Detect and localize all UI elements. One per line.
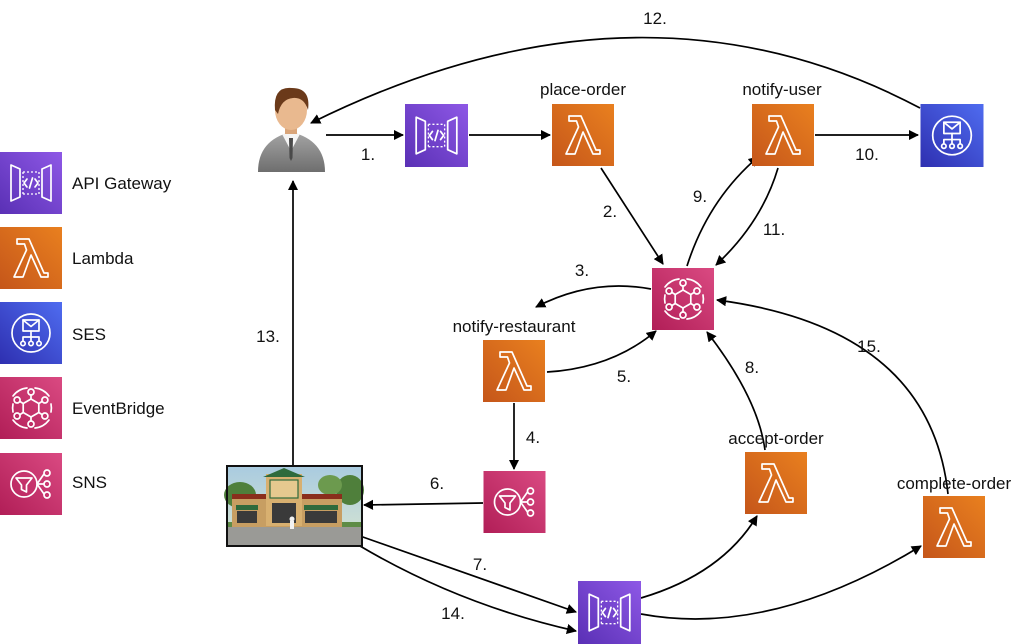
api-gateway-icon — [405, 104, 468, 167]
sns-icon — [483, 471, 546, 533]
step-label-11: 11. — [763, 220, 785, 239]
step-label-5: 5. — [617, 367, 631, 386]
ses-icon — [0, 302, 62, 364]
step-label-8: 8. — [745, 358, 759, 377]
user-icon — [258, 87, 325, 172]
sns-icon — [0, 453, 62, 515]
api-gateway-icon — [0, 152, 62, 214]
step-label-2: 2. — [603, 202, 617, 221]
ses-icon — [920, 104, 984, 167]
label-notify-restaurant: notify-restaurant — [453, 317, 576, 336]
label-accept-order: accept-order — [728, 429, 824, 448]
arrow-step-7 — [359, 535, 577, 614]
legend-label-api-gateway: API Gateway — [72, 174, 172, 193]
eventbridge-icon — [0, 377, 62, 439]
place-order-lambda-icon — [552, 104, 614, 166]
restaurant-image — [224, 465, 364, 547]
label-place-order: place-order — [540, 80, 626, 99]
arrow-step-14 — [359, 545, 577, 634]
legend-label-lambda: Lambda — [72, 249, 134, 268]
step-label-1: 1. — [361, 145, 375, 164]
step-label-12: 12. — [643, 9, 667, 28]
arrow-step-9 — [686, 156, 759, 267]
step-label-7: 7. — [473, 555, 487, 574]
arrow-step-12 — [310, 36, 921, 124]
step-label-15: 15. — [857, 337, 881, 356]
legend-label-eventbridge: EventBridge — [72, 399, 165, 418]
api-gateway-icon — [578, 581, 641, 644]
arrow-step-6 — [362, 499, 484, 510]
accept-order-lambda-icon — [745, 452, 807, 514]
step-label-6: 6. — [430, 474, 444, 493]
arrow-apigw-to-complete-order — [640, 545, 922, 620]
step-label-13: 13. — [256, 327, 280, 346]
lambda-icon — [0, 227, 62, 289]
arrow-step-2 — [600, 167, 664, 265]
step-label-9: 9. — [693, 187, 707, 206]
legend-label-sns: SNS — [72, 473, 107, 492]
complete-order-lambda-icon — [923, 496, 985, 558]
label-complete-order: complete-order — [897, 474, 1012, 493]
arrow-step-15 — [715, 296, 949, 495]
arrow-step-3 — [535, 285, 652, 308]
eventbridge-icon — [652, 268, 714, 330]
notify-user-lambda-icon — [752, 104, 814, 166]
legend-label-ses: SES — [72, 325, 106, 344]
step-label-10: 10. — [855, 145, 879, 164]
arrow-step-5 — [546, 330, 657, 373]
arrows — [287, 36, 949, 634]
arrow-apigw-to-accept-order — [640, 515, 758, 599]
step-label-14: 14. — [441, 604, 465, 623]
arrow-step-11 — [715, 167, 779, 266]
label-notify-user: notify-user — [742, 80, 822, 99]
notify-restaurant-lambda-icon — [483, 340, 545, 402]
step-label-3: 3. — [575, 261, 589, 280]
step-label-4: 4. — [526, 428, 540, 447]
arrow-step-8 — [706, 331, 766, 451]
legend: API Gateway Lambda SES EventBridge SNS — [0, 152, 172, 515]
